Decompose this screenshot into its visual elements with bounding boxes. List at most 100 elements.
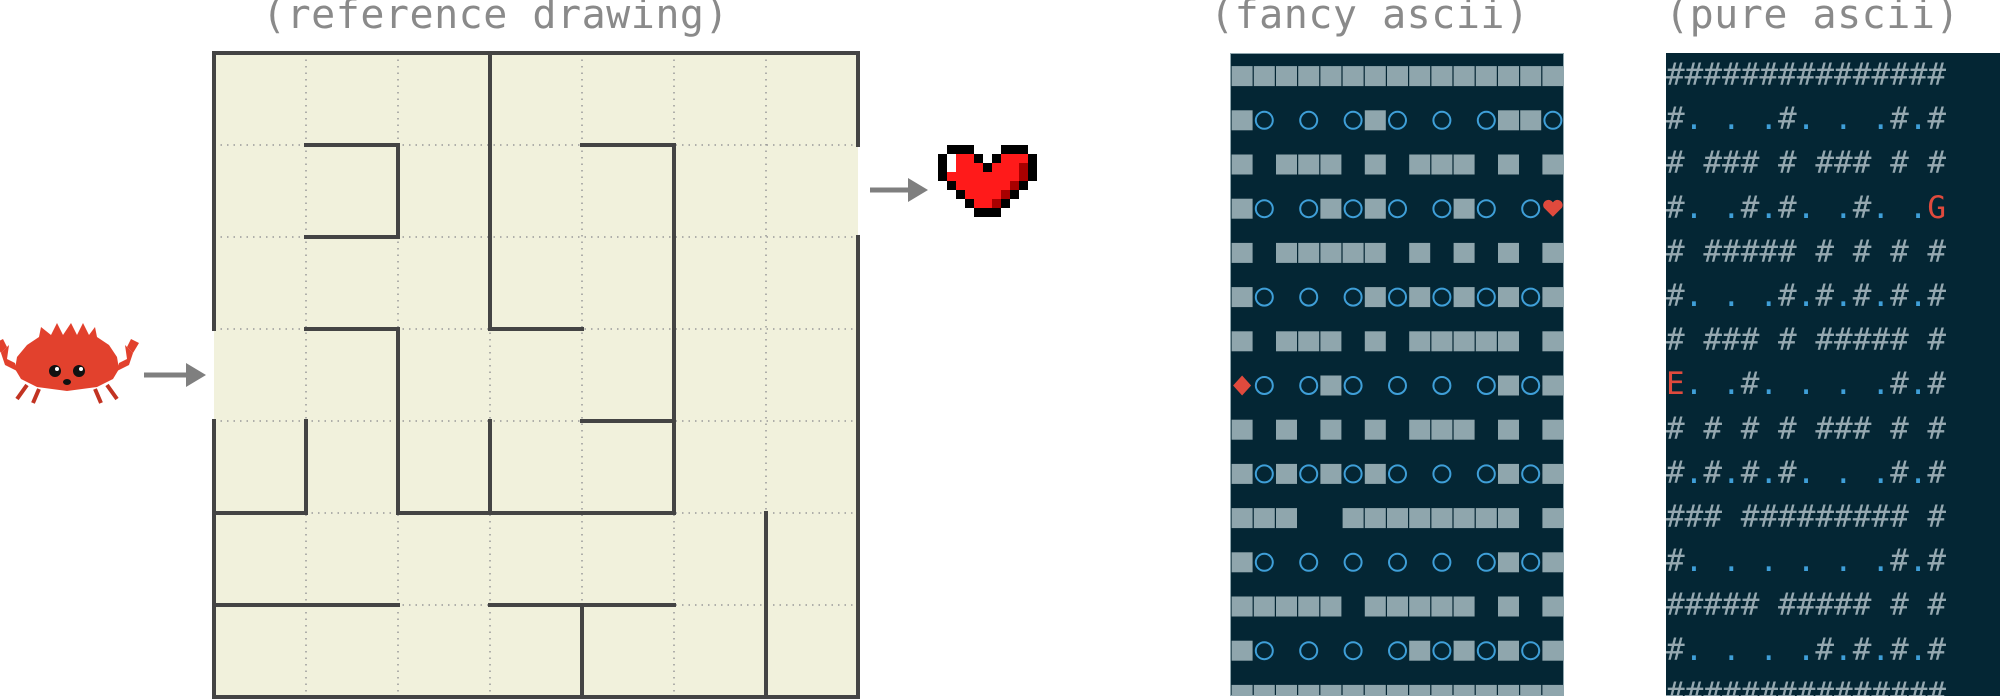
open-cell-circle xyxy=(1254,287,1274,307)
heart-pixel xyxy=(965,154,974,163)
heart-pixel xyxy=(965,181,974,190)
wall-block xyxy=(1231,419,1253,440)
wall-block xyxy=(1231,508,1253,529)
open-cell-circle xyxy=(1388,376,1407,395)
heart-pixel xyxy=(1019,172,1028,181)
heart-pixel xyxy=(1001,154,1010,163)
wall-block xyxy=(1453,287,1475,308)
heart-pixel xyxy=(974,163,983,172)
wall-block xyxy=(1298,331,1320,352)
wall-block xyxy=(1498,684,1519,695)
reference-drawing-caption: (reference drawing) xyxy=(262,0,730,38)
heart-pixel xyxy=(1010,163,1019,172)
wall-block xyxy=(1320,375,1342,396)
heart-pixel xyxy=(983,190,992,199)
open-cell-circle xyxy=(1432,552,1452,572)
wall-block xyxy=(1231,331,1253,352)
wall-block xyxy=(1342,242,1364,263)
open-cell-circle xyxy=(1343,641,1363,661)
wall-block xyxy=(1231,198,1253,219)
wall-block xyxy=(1364,66,1386,87)
wall-block xyxy=(1231,463,1253,484)
wall-block xyxy=(1320,66,1342,87)
wall-block xyxy=(1231,596,1253,617)
open-cell-circle xyxy=(1388,641,1407,661)
open-cell-circle xyxy=(1299,376,1319,395)
wall-block xyxy=(1298,66,1320,87)
heart-pixel xyxy=(1010,145,1019,154)
heart-pixel xyxy=(956,181,965,190)
wall-block xyxy=(1498,640,1519,661)
wall-block xyxy=(1364,154,1386,175)
wall-block xyxy=(1231,640,1253,661)
heart-pixel xyxy=(974,181,983,190)
wall-block xyxy=(1453,596,1475,617)
open-cell-circle xyxy=(1388,464,1407,484)
wall-block xyxy=(1475,66,1497,87)
wall-block xyxy=(1320,331,1342,352)
open-cell-circle xyxy=(1521,287,1541,307)
wall-block xyxy=(1453,331,1475,352)
open-cell-circle xyxy=(1254,110,1274,130)
wall-block xyxy=(1276,684,1297,695)
heart-pixel xyxy=(992,190,1001,199)
wall-block xyxy=(1498,154,1519,175)
heart-pixel xyxy=(974,172,983,181)
open-cell-circle xyxy=(1432,376,1452,395)
heart-pixel xyxy=(956,163,965,172)
heart-pixel xyxy=(965,163,974,172)
wall-block xyxy=(1431,596,1453,617)
wall-block xyxy=(1276,66,1297,87)
wall-block xyxy=(1364,331,1386,352)
open-cell-circle xyxy=(1343,110,1363,130)
open-cell-circle xyxy=(1299,110,1319,130)
wall-block xyxy=(1520,66,1542,87)
open-cell-circle xyxy=(1521,376,1541,395)
pure-ascii-row: #. . . .#.#.#.# xyxy=(1666,631,1947,668)
wall-block xyxy=(1320,242,1342,263)
wall-block xyxy=(1498,552,1519,573)
wall-block xyxy=(1453,66,1475,87)
wall-block xyxy=(1298,596,1320,617)
wall-block xyxy=(1453,508,1475,529)
open-cell-circle xyxy=(1343,552,1363,572)
heart-pixel xyxy=(956,145,965,154)
wall-block xyxy=(1409,508,1431,529)
pure-ascii-row: ############### xyxy=(1666,675,1947,696)
pure-ascii-row: ### ######### # xyxy=(1666,499,1947,535)
wall-block xyxy=(1498,110,1519,131)
heart-pixel xyxy=(938,154,947,163)
crab-icon xyxy=(0,323,139,404)
heart-pixel xyxy=(1001,199,1010,208)
open-cell-circle xyxy=(1388,110,1407,130)
wall-block xyxy=(1231,154,1253,175)
heart-pixel xyxy=(1001,172,1010,181)
wall-block xyxy=(1431,419,1453,440)
pure-ascii-row: #. . . . . .#.# xyxy=(1666,543,1947,580)
wall-block xyxy=(1231,242,1253,263)
heart-pixel xyxy=(1019,181,1028,190)
wall-block xyxy=(1364,596,1386,617)
wall-block xyxy=(1320,198,1342,219)
heart-pixel xyxy=(974,199,983,208)
wall-block xyxy=(1387,66,1408,87)
heart-pixel xyxy=(1019,154,1028,163)
wall-block xyxy=(1298,154,1320,175)
heart-pixel xyxy=(992,163,1001,172)
reference-maze xyxy=(212,51,860,699)
wall-block xyxy=(1475,331,1497,352)
wall-block xyxy=(1364,287,1386,308)
wall-block xyxy=(1453,419,1475,440)
open-cell-circle xyxy=(1432,199,1452,219)
open-cell-circle xyxy=(1343,376,1363,395)
wall-block xyxy=(1364,198,1386,219)
wall-block xyxy=(1320,463,1342,484)
heart-pixel xyxy=(947,154,956,163)
wall-block xyxy=(1498,419,1519,440)
wall-block xyxy=(1364,419,1386,440)
pure-ascii-caption: (pure ascii) xyxy=(1665,0,1960,38)
fancy-ascii-panel xyxy=(1230,53,1564,696)
heart-pixel xyxy=(965,172,974,181)
open-cell-circle xyxy=(1343,287,1363,307)
heart-pixel xyxy=(1001,145,1010,154)
